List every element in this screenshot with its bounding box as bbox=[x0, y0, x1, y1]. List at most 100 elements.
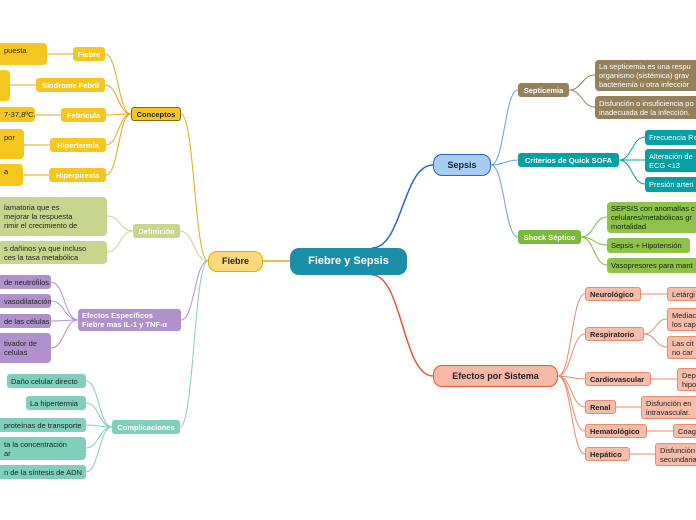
quick-sofa-item-2[interactable]: Alteración de ECG <13 bbox=[645, 149, 696, 172]
concepto-hiperpirexia-desc[interactable]: a bbox=[0, 164, 23, 186]
text-line: Letárgi bbox=[672, 289, 695, 299]
text-line: La hipertermia bbox=[30, 398, 78, 408]
efectos-especificos-item-2[interactable]: vasodilatación bbox=[0, 294, 51, 308]
text-line: a bbox=[4, 167, 9, 176]
text-line: rimir el crecimiento de bbox=[4, 221, 78, 230]
quick-sofa-item-1[interactable]: Frecuencia Re bbox=[645, 130, 696, 145]
branch-efectos-por-sistema[interactable]: Efectos por Sistema bbox=[433, 365, 558, 387]
system-respiratorio[interactable]: Respiratorio bbox=[585, 327, 644, 341]
root-node[interactable]: Fiebre y Sepsis bbox=[290, 248, 407, 275]
system-label: Hematológico bbox=[590, 426, 640, 436]
link-efectos-system-6 bbox=[557, 375, 586, 455]
concepto-febricula-desc[interactable]: 7-37,8ºC. bbox=[0, 107, 35, 122]
text-line: Daño celular directo bbox=[11, 376, 78, 386]
branch-sepsis[interactable]: Sepsis bbox=[433, 154, 491, 176]
concepto-hipertermia-desc[interactable]: por bbox=[0, 129, 24, 159]
septicemia-node[interactable]: Septicemia bbox=[518, 83, 569, 97]
complicaciones-label: Complicaciones bbox=[117, 422, 175, 432]
definicion-item-1[interactable]: lamatoria que es mejorar la respuesta ri… bbox=[0, 197, 107, 236]
concepto-hiperpirexia[interactable]: Hiperpirexia bbox=[49, 168, 106, 182]
text-line: Frecuencia Re bbox=[649, 133, 696, 142]
shock-item-2[interactable]: Sepsis + Hipotensión bbox=[607, 238, 690, 253]
link-complicacion-4 bbox=[85, 426, 113, 449]
link-conceptos-item-5 bbox=[105, 113, 132, 176]
system-label: Cardiovascular bbox=[590, 374, 645, 384]
conceptos-node[interactable]: Conceptos bbox=[131, 107, 181, 121]
text-line: intravascular. bbox=[646, 407, 691, 417]
shock-septico-node[interactable]: Shock Séptico bbox=[518, 230, 581, 244]
concepto-label: Hipertermia bbox=[57, 140, 99, 150]
link-resp-2 bbox=[643, 333, 668, 348]
text-line: ECG <13 bbox=[649, 160, 681, 170]
efectos-especificos-item-4[interactable]: tivador de celulas bbox=[0, 333, 51, 363]
efectos-especificos-node[interactable]: Efectos Específicos Fiebre mas IL-1 y TN… bbox=[78, 309, 181, 331]
system-hematologico[interactable]: Hematológico bbox=[585, 424, 647, 438]
complicaciones-node[interactable]: Complicaciones bbox=[112, 420, 180, 434]
concepto-sindrome-febril-desc[interactable] bbox=[0, 70, 10, 101]
text-line: Alteración de bbox=[649, 151, 693, 161]
text-line: Las cit bbox=[672, 338, 694, 348]
concepto-label: Hiperpirexia bbox=[55, 170, 100, 180]
text-line: 7-37,8ºC. bbox=[4, 110, 35, 119]
link-conceptos-item-1 bbox=[104, 53, 132, 115]
text-line: Efectos Específicos bbox=[82, 311, 153, 320]
concepto-febricula[interactable]: Febrícula bbox=[61, 108, 106, 122]
concepto-hipertermia[interactable]: Hipertermia bbox=[50, 138, 106, 152]
respiratorio-item-2[interactable]: Las cit no car bbox=[667, 336, 696, 359]
link-conceptos-item-4 bbox=[105, 113, 132, 146]
efectos-especificos-item-1[interactable]: de neutrófilos bbox=[0, 275, 51, 289]
link-efectos-esp-4 bbox=[50, 319, 79, 349]
concepto-fiebre-desc[interactable]: puesta bbox=[0, 43, 47, 65]
neurologico-item-1[interactable]: Letárgi bbox=[667, 287, 696, 301]
link-fiebre-conceptos bbox=[180, 113, 209, 262]
text-line: Disfunción en bbox=[646, 398, 692, 408]
complicacion-item-1[interactable]: Daño celular directo bbox=[7, 374, 86, 388]
concepto-sindrome-febril[interactable]: Síndrome Febril bbox=[36, 78, 105, 92]
branch-fiebre[interactable]: Fiebre bbox=[208, 251, 263, 272]
septicemia-item-2[interactable]: Disfunción o insuficiencia po inadecuada… bbox=[595, 96, 696, 119]
text-line: organismo (sistémica) grav bbox=[599, 71, 690, 80]
text-line: Vasopresores para mant bbox=[611, 261, 693, 270]
concepto-label: Fiebre bbox=[77, 49, 101, 59]
complicacion-item-5[interactable]: n de la síntesis de ADN bbox=[0, 465, 86, 479]
text-line: Sepsis + Hipotensión bbox=[611, 241, 682, 250]
system-neurologico[interactable]: Neurológico bbox=[585, 287, 641, 301]
septicemia-item-1[interactable]: La septicemia es una respu organismo (si… bbox=[595, 60, 696, 91]
complicacion-item-4[interactable]: ta la concentración ar bbox=[0, 437, 86, 460]
complicacion-item-2[interactable]: La hipertermia bbox=[26, 396, 86, 410]
text-line: ces la tasa metabólica bbox=[4, 252, 79, 262]
efectos-especificos-item-3[interactable]: de las células bbox=[0, 314, 51, 328]
text-line: s dañinos ya que incluso bbox=[4, 243, 87, 253]
quick-sofa-item-3[interactable]: Presión arteri bbox=[645, 177, 696, 192]
system-hepatico[interactable]: Hepático bbox=[585, 447, 630, 461]
system-cardiovascular[interactable]: Cardiovascular bbox=[585, 372, 651, 386]
link-fiebre-complicaciones bbox=[179, 260, 209, 428]
hematologico-item-1[interactable]: Coag bbox=[673, 424, 696, 438]
system-renal[interactable]: Renal bbox=[585, 400, 616, 414]
definicion-label: Definición bbox=[138, 226, 175, 236]
link-efectos-system-1 bbox=[557, 293, 586, 377]
respiratorio-item-1[interactable]: Mediac los cap bbox=[667, 308, 696, 331]
concepto-label: Febrícula bbox=[66, 110, 101, 120]
cardiovascular-item-1[interactable]: Dep hipo bbox=[677, 368, 696, 391]
link-efectos-system-5 bbox=[557, 375, 586, 432]
text-line: proteínas de transporte bbox=[4, 420, 82, 430]
link-resp-1 bbox=[643, 318, 668, 335]
quick-sofa-node[interactable]: Criterios de Quick SOFA bbox=[518, 153, 619, 167]
shock-item-3[interactable]: Vasopresores para mant bbox=[607, 258, 696, 273]
link-sepsis-qsofa bbox=[490, 159, 519, 166]
text-line: Dep bbox=[682, 370, 696, 380]
definicion-item-2[interactable]: s dañinos ya que incluso ces la tasa met… bbox=[0, 241, 107, 264]
link-shock-3 bbox=[580, 236, 608, 266]
shock-item-1[interactable]: SEPSIS con anomalías c celulares/metaból… bbox=[607, 202, 696, 233]
text-line: La septicemia es una respu bbox=[599, 62, 691, 71]
concepto-fiebre[interactable]: Fiebre bbox=[73, 47, 105, 61]
renal-item-1[interactable]: Disfunción en intravascular. bbox=[641, 396, 696, 419]
definicion-node[interactable]: Definición bbox=[133, 224, 180, 238]
complicacion-item-3[interactable]: proteínas de transporte bbox=[0, 418, 86, 432]
link-conceptos-item-3 bbox=[105, 113, 132, 116]
link-definicion-2 bbox=[106, 230, 134, 253]
hepatico-item-1[interactable]: Disfunción secundaria bbox=[655, 443, 696, 466]
